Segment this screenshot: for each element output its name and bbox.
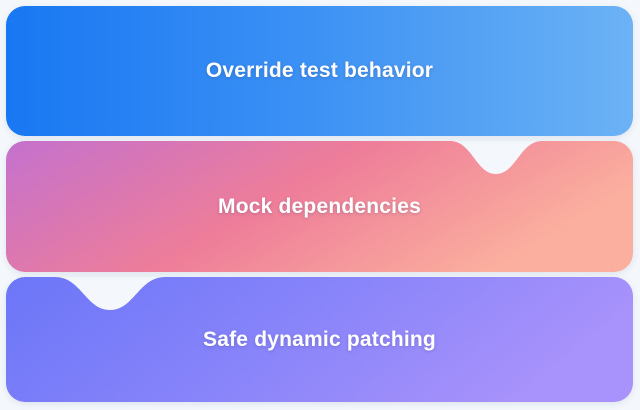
panel-mock-shape bbox=[6, 141, 633, 272]
panel-mock[interactable]: Mock dependencies bbox=[6, 141, 633, 272]
panel-override-label: Override test behavior bbox=[205, 59, 434, 82]
panel-patching-label: Safe dynamic patching bbox=[203, 327, 436, 351]
panel-mock-label: Mock dependencies bbox=[218, 194, 421, 218]
panel-override-shape bbox=[6, 6, 633, 136]
panel-override[interactable]: Override test behavior bbox=[6, 6, 633, 136]
panel-patching[interactable]: Safe dynamic patching bbox=[6, 277, 633, 402]
panel-patching-shape bbox=[6, 277, 633, 402]
